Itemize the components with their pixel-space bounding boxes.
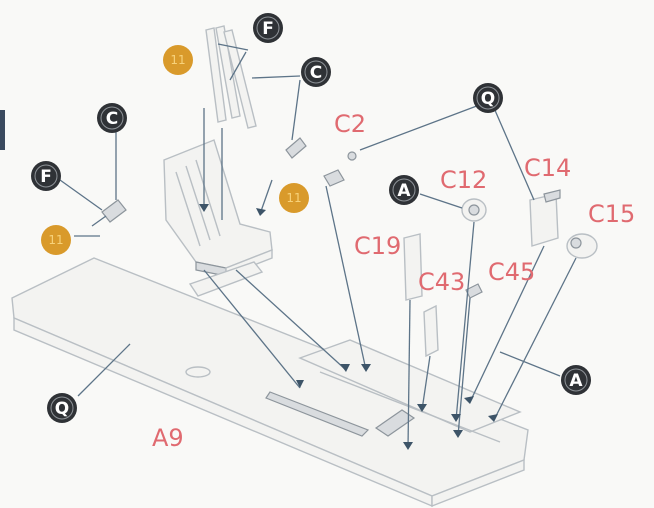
label-a9: A9 [152, 424, 184, 452]
badge-f-left: F [31, 161, 61, 191]
part-c43 [423, 304, 439, 358]
badge-q-top-letter: Q [481, 89, 495, 109]
part-c2 [323, 151, 357, 187]
part-labels: A9 C2 C12 C14 C15 C19 C43 C45 [152, 110, 635, 452]
part-c12 [461, 198, 487, 222]
badge-q-bottom: Q [47, 393, 77, 423]
badge-a-right: A [561, 365, 591, 395]
left-edge-shadow [0, 110, 5, 150]
leader-lines [59, 43, 577, 449]
badge-f-top: F [253, 13, 283, 43]
badge-a-right-letter: A [569, 371, 583, 391]
base-plate-a9 [11, 257, 529, 508]
label-c2: C2 [334, 110, 366, 138]
arrow-heads [199, 204, 498, 450]
label-c19: C19 [354, 232, 401, 260]
label-c14: C14 [524, 154, 571, 182]
part-c45 [465, 283, 483, 299]
harness-straps [205, 25, 257, 129]
part-c19 [403, 233, 423, 301]
paint-callout-mid-text: 11 [286, 191, 301, 205]
seat-assembly [163, 139, 273, 297]
badge-q-bottom-letter: Q [55, 399, 69, 419]
paint-callout-left: 11 [41, 225, 71, 255]
paint-callout-mid: 11 [279, 183, 309, 213]
part-c15 [566, 233, 598, 259]
paint-callout-top-text: 11 [170, 53, 185, 67]
part-clip-top [285, 137, 307, 159]
part-c14 [529, 189, 561, 247]
badge-c-left-letter: C [106, 109, 118, 129]
label-c12: C12 [440, 166, 487, 194]
paint-callout-left-text: 11 [48, 233, 63, 247]
badge-c-top: C [301, 57, 331, 87]
badge-c-left: C [97, 103, 127, 133]
label-c43: C43 [418, 268, 465, 296]
badge-q-top: Q [473, 83, 503, 113]
badge-a-mid: A [389, 175, 419, 205]
label-c15: C15 [588, 200, 635, 228]
badge-f-left-letter: F [40, 167, 52, 187]
paint-callout-top: 11 [163, 45, 193, 75]
part-clip-left [91, 199, 127, 227]
badge-f-top-letter: F [262, 19, 274, 39]
badge-c-top-letter: C [310, 63, 322, 83]
badge-a-mid-letter: A [397, 181, 411, 201]
label-c45: C45 [488, 258, 535, 286]
